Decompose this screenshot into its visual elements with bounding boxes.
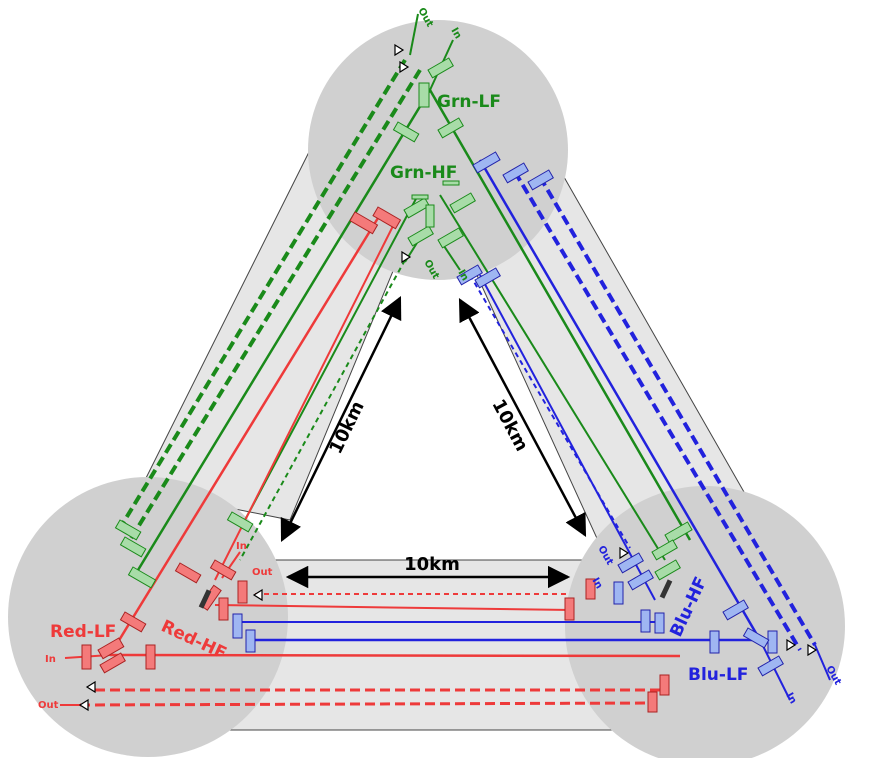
arms [139,149,761,731]
blue-optics [232,151,784,677]
red-end-mirror [647,691,658,713]
red-mirror [218,597,229,621]
green-mirror [427,57,454,79]
detector-icon [619,546,630,560]
blue-mirror [757,655,784,677]
blue-lf-input [759,639,791,701]
grn-hf-label: Grn-HF [390,163,457,183]
blue-dark-mirror [659,579,673,599]
green-mirror [437,227,464,249]
red-mirror [99,652,126,674]
blue-out-line [814,644,831,681]
blue-lf-beam-up [478,159,762,641]
blue-mirror [502,162,529,184]
green-mirror [407,225,434,247]
green-lf-dashed-2 [128,68,422,542]
blue-lf-dashed-1 [513,170,802,652]
blue-end-mirror [474,267,501,289]
blue-end-mirror [456,264,483,286]
blue-end-mirror [472,151,501,174]
blue-mirror [767,630,778,654]
red-lf-dashed-2 [79,701,656,707]
red-end-mirror [372,206,402,230]
blue-mirror [722,599,749,621]
detector-icon [786,638,797,652]
green-mirror [449,192,476,214]
red-optics [81,206,670,713]
detector-icon [252,588,263,602]
red-end-mirror [585,578,596,600]
red-hf-beam-right [214,604,573,611]
green-mirror [226,511,254,533]
red-mirror [209,559,237,581]
green-lf-dashed-1 [118,58,407,530]
red-lf-label: Red-LF [50,622,116,642]
green-mirror [119,536,147,558]
left-distance-arrow [280,295,402,543]
green-optics [114,57,693,589]
red-lf-beam-right [109,653,681,658]
red-mirror [237,580,248,604]
green-mirror [651,539,678,561]
station-left [8,477,288,757]
green-lf-output [409,13,419,56]
green-beamsplitter-hf [425,204,435,228]
grn-lf-label: Grn-LF [437,92,501,112]
blue-mirror [613,581,624,605]
green-end-mirror [664,521,693,544]
detector-icon [399,60,410,74]
bottom-distance-label: 10km [404,554,460,575]
red-hf-in-label: In [236,541,247,552]
blue-lf-dashed-2 [538,175,817,647]
blue-hf-dashed [469,274,631,549]
red-lf-in-label: In [45,654,56,665]
red-end-mirror [349,211,379,235]
detector-icon [807,643,818,657]
blue-beams [240,159,831,701]
green-mirror [392,121,420,143]
blu-hf-in-label: In [589,576,604,591]
red-mirror [145,644,156,670]
blue-mirror [640,609,651,633]
green-beamsplitter [418,82,430,108]
green-mirror-top [411,194,429,200]
blue-mirror [527,169,554,191]
blue-mirror [709,630,720,654]
right-distance-arrow [458,298,587,537]
red-mirror [174,562,202,584]
detector-icon [85,680,96,694]
blue-mirror [245,629,256,653]
distance-arrows [280,295,587,589]
blue-mirror [617,552,644,574]
red-beamsplitter [97,637,125,660]
red-end-mirror [564,597,575,621]
green-mirror [403,197,430,219]
green-mirror-top [442,180,460,186]
green-mirror [437,117,464,139]
blue-mirror [232,613,243,639]
photodetectors [78,43,818,712]
green-mirror [114,519,142,541]
grn-hf-in-label: In [455,268,470,283]
green-mirror [654,559,681,581]
red-mirror [119,611,147,633]
blue-beamsplitter [742,627,770,649]
grn-lf-in-label: In [448,26,463,41]
red-end-mirror [659,674,670,696]
red-lf-out-label: Out [38,700,59,711]
blu-lf-in-label: In [783,691,798,706]
blue-mirror [627,569,654,591]
detector-icon [394,43,405,57]
blue-mirror [654,612,665,634]
red-dark-mirror [198,589,212,609]
red-hf-out-label: Out [252,567,273,578]
detector-icon [78,698,89,712]
red-mirror [81,644,92,670]
green-end-mirror [127,566,157,589]
blu-lf-label: Blu-LF [688,665,748,685]
detector-icon [401,250,412,264]
